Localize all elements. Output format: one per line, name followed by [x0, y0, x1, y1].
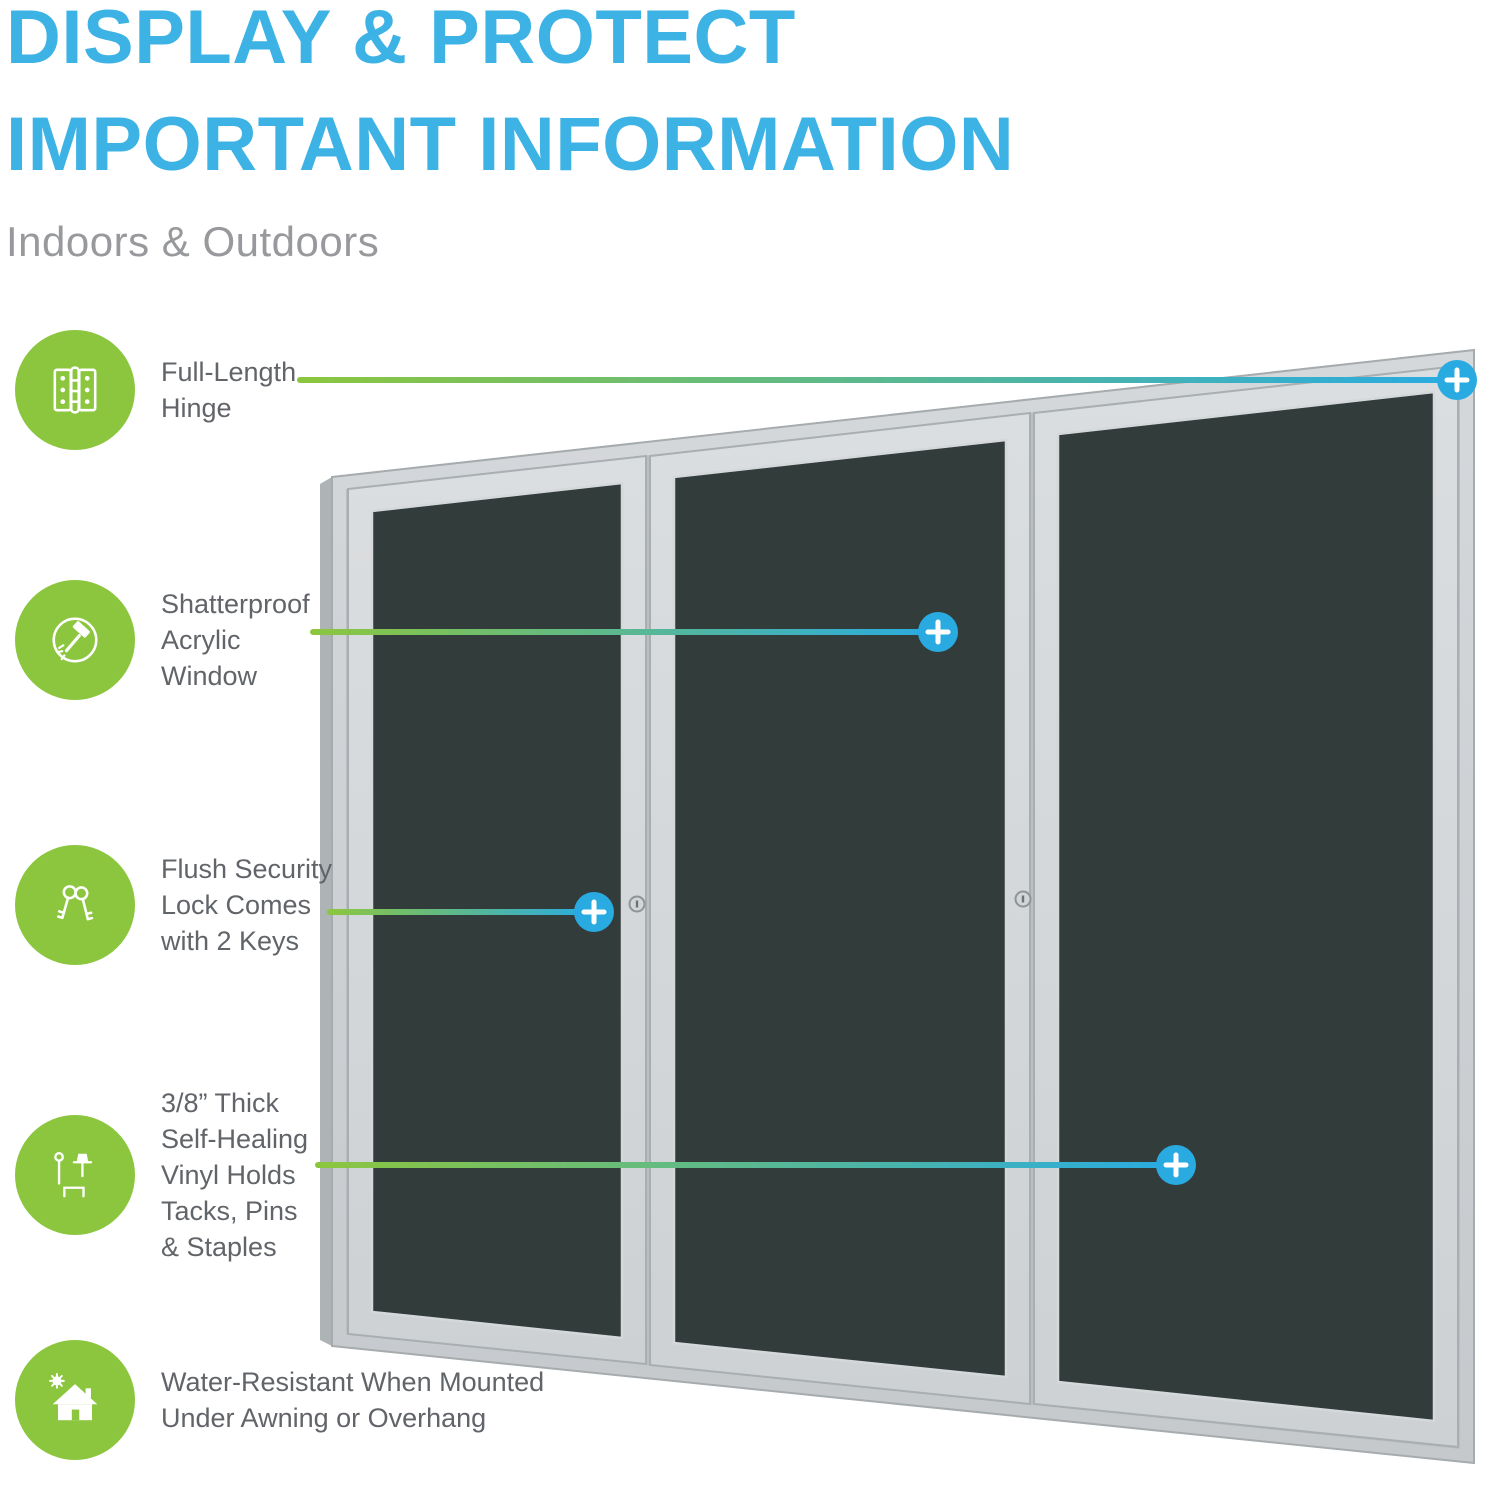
- feature-label-water-resistant: Water-Resistant When Mounted Under Awnin…: [161, 1367, 545, 1433]
- bulletin-board: [320, 348, 1475, 1465]
- callout-marker-hinge: [1437, 360, 1477, 400]
- door-lock: [628, 895, 646, 913]
- pushpin-icon: [15, 1115, 135, 1235]
- door-panel: [672, 438, 1008, 1379]
- shatterproof-icon: [15, 580, 135, 700]
- feature-lock: Flush Security Lock Comes with 2 Keys: [15, 845, 332, 965]
- header: DISPLAY & PROTECT IMPORTANT INFORMATION …: [6, 0, 1014, 266]
- feature-vinyl: 3/8” Thick Self-Healing Vinyl Holds Tack…: [15, 1085, 308, 1265]
- page-title: DISPLAY & PROTECT IMPORTANT INFORMATION: [6, 0, 1014, 198]
- callout-marker-vinyl: [1156, 1145, 1196, 1185]
- feature-acrylic: Shatterproof Acrylic Window: [15, 580, 310, 700]
- keys-icon: [15, 845, 135, 965]
- feature-hinge: Full-Length Hinge: [15, 330, 296, 450]
- feature-label-lock: Flush Security Lock Comes with 2 Keys: [161, 854, 333, 956]
- callout-marker-acrylic: [918, 612, 958, 652]
- title-line-2: IMPORTANT INFORMATION: [6, 102, 1015, 187]
- feature-water-resistant: Water-Resistant When Mounted Under Awnin…: [15, 1340, 544, 1460]
- board-door-3: [1033, 364, 1459, 1449]
- board-door-2: [649, 411, 1032, 1406]
- feature-label-vinyl: 3/8” Thick Self-Healing Vinyl Holds Tack…: [161, 1088, 309, 1262]
- feature-label-acrylic: Shatterproof Acrylic Window: [161, 589, 310, 691]
- board-side-face: [320, 477, 332, 1346]
- door-lock: [1014, 890, 1032, 908]
- feature-label-hinge: Full-Length Hinge: [161, 357, 297, 423]
- house-icon: [15, 1340, 135, 1460]
- callouts: [297, 360, 1477, 1185]
- callout-marker-lock: [574, 892, 614, 932]
- door-panel: [1056, 390, 1436, 1423]
- title-line-1: DISPLAY & PROTECT: [6, 0, 796, 80]
- hinge-icon: [15, 330, 135, 450]
- page-subtitle: Indoors & Outdoors: [6, 218, 380, 265]
